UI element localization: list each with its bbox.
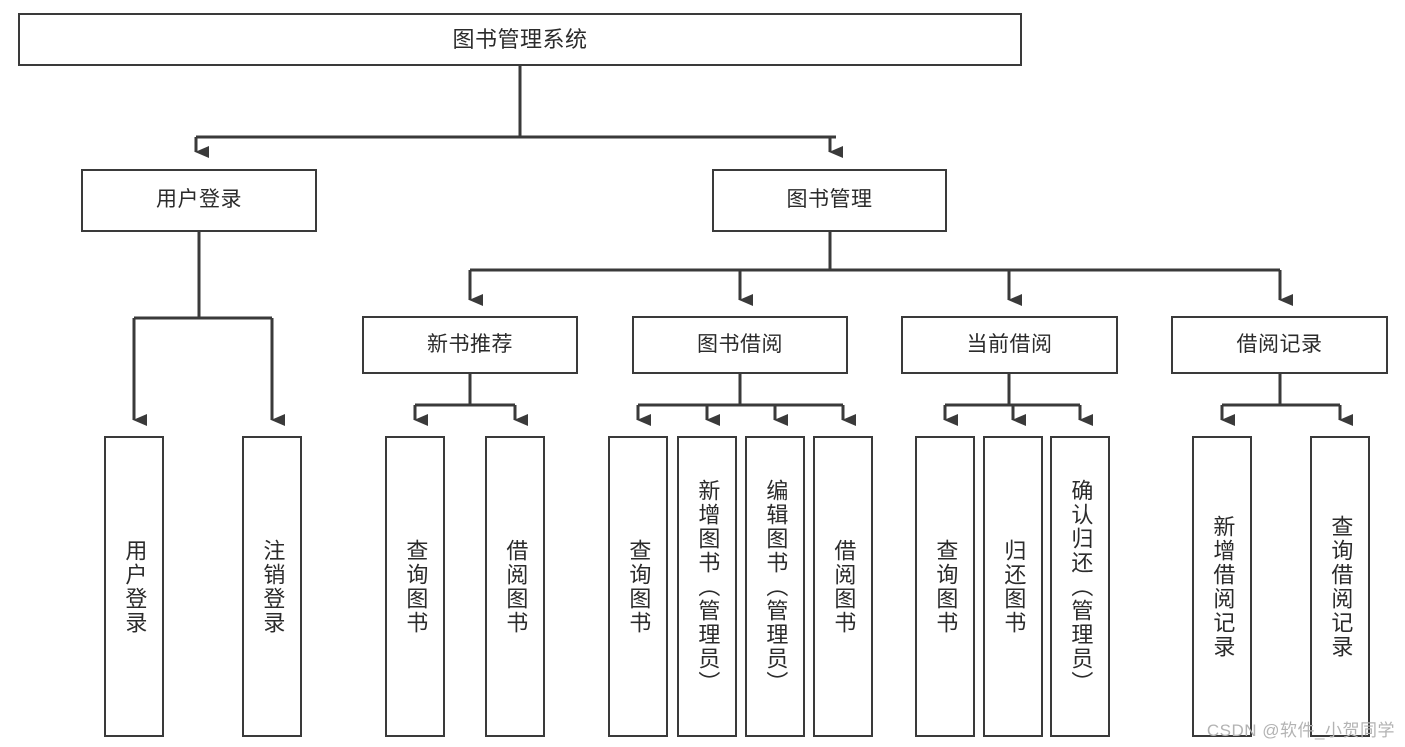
node-leaf-user-login[interactable]: 用户登录 — [104, 436, 164, 737]
node-root-label: 图书管理系统 — [452, 26, 588, 52]
node-leaf-query-book-3[interactable]: 查询图书 — [915, 436, 975, 737]
node-leaf-borrow-book-1[interactable]: 借阅图书 — [485, 436, 545, 737]
node-current-borrow[interactable]: 当前借阅 — [901, 316, 1118, 374]
node-leaf-confirm-return-label: 确认归还（管理员） — [1068, 478, 1094, 695]
node-borrow-record-label: 借阅记录 — [1236, 332, 1323, 356]
node-leaf-borrow-book-1-label: 借阅图书 — [503, 538, 529, 635]
node-new-book-recommend-label: 新书推荐 — [427, 332, 513, 356]
node-leaf-query-book-3-label: 查询图书 — [933, 538, 959, 635]
node-leaf-add-record[interactable]: 新增借阅记录 — [1192, 436, 1252, 737]
node-leaf-query-record-label: 查询借阅记录 — [1328, 514, 1354, 659]
node-leaf-logout-login[interactable]: 注销登录 — [242, 436, 302, 737]
node-user-login-label: 用户登录 — [156, 188, 242, 212]
node-current-borrow-label: 当前借阅 — [966, 332, 1053, 356]
node-leaf-edit-book-label: 编辑图书（管理员） — [763, 478, 789, 695]
node-user-login[interactable]: 用户登录 — [81, 169, 317, 232]
node-leaf-confirm-return[interactable]: 确认归还（管理员） — [1050, 436, 1110, 737]
node-new-book-recommend[interactable]: 新书推荐 — [362, 316, 578, 374]
node-book-manage[interactable]: 图书管理 — [712, 169, 947, 232]
node-leaf-add-book[interactable]: 新增图书（管理员） — [677, 436, 737, 737]
node-leaf-query-book-1[interactable]: 查询图书 — [385, 436, 445, 737]
node-leaf-query-book-1-label: 查询图书 — [403, 538, 429, 635]
node-leaf-add-book-label: 新增图书（管理员） — [695, 478, 721, 695]
node-borrow-record[interactable]: 借阅记录 — [1171, 316, 1388, 374]
node-leaf-return-book[interactable]: 归还图书 — [983, 436, 1043, 737]
node-leaf-borrow-book-2-label: 借阅图书 — [831, 538, 857, 635]
node-leaf-query-record[interactable]: 查询借阅记录 — [1310, 436, 1370, 737]
node-leaf-user-login-label: 用户登录 — [122, 538, 148, 635]
node-leaf-query-book-2-label: 查询图书 — [626, 538, 652, 635]
node-leaf-return-book-label: 归还图书 — [1001, 538, 1027, 635]
node-root[interactable]: 图书管理系统 — [18, 13, 1022, 66]
node-leaf-logout-login-label: 注销登录 — [260, 538, 286, 635]
node-book-borrow-label: 图书借阅 — [697, 332, 783, 356]
node-leaf-borrow-book-2[interactable]: 借阅图书 — [813, 436, 873, 737]
watermark-text: CSDN @软件_小贺同学 — [1206, 721, 1395, 740]
node-leaf-query-book-2[interactable]: 查询图书 — [608, 436, 668, 737]
node-book-borrow[interactable]: 图书借阅 — [632, 316, 848, 374]
node-book-manage-label: 图书管理 — [786, 188, 873, 212]
node-leaf-edit-book[interactable]: 编辑图书（管理员） — [745, 436, 805, 737]
node-leaf-add-record-label: 新增借阅记录 — [1210, 514, 1236, 659]
